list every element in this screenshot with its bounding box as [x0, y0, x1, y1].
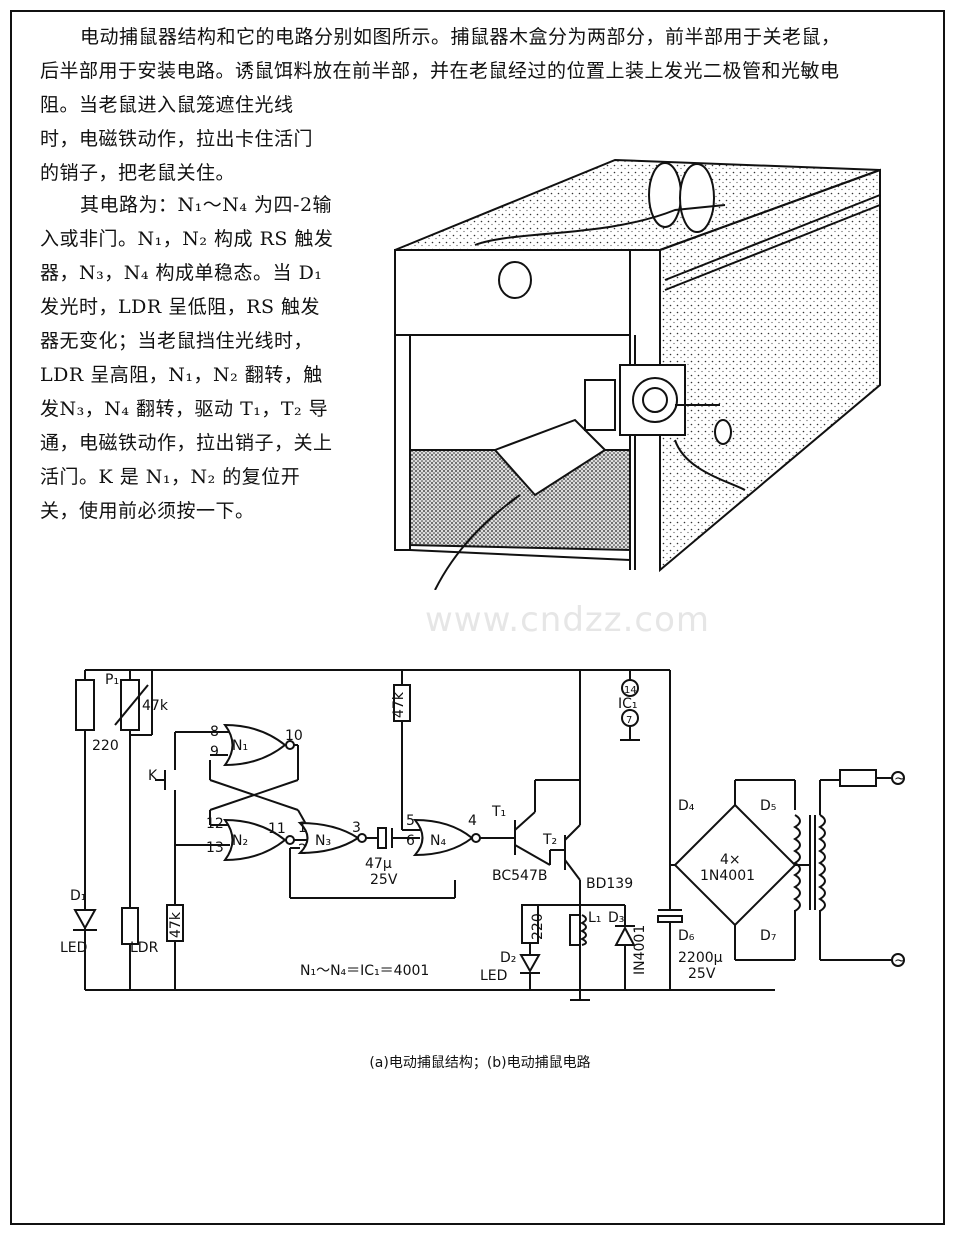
label-ldr: LDR	[130, 940, 159, 956]
label-k: K	[148, 768, 158, 784]
label-bridge-part: 1N4001	[700, 868, 755, 884]
circuit-schematic: P₁ 220 47k 47k 47k K D₁ LED LDR N₁ N₂ N₃…	[60, 669, 906, 1001]
label-t1: T₁	[491, 804, 506, 820]
label-d5: D₅	[760, 798, 776, 814]
label-pin2: 2	[298, 842, 307, 858]
label-d6: D₆	[678, 928, 695, 944]
label-pin13: 13	[206, 840, 224, 856]
label-pin12: 12	[206, 816, 224, 832]
trap-structure-drawing	[394, 158, 881, 590]
label-led2: LED	[480, 968, 507, 984]
label-n2: N₂	[232, 833, 248, 849]
label-p1: P₁	[105, 672, 119, 688]
label-r47k-ldr: 47k	[168, 911, 184, 938]
label-d7: D₇	[760, 928, 776, 944]
label-pin1: 1	[298, 820, 307, 836]
intro-line-4: 时，电磁铁动作，拉出卡住活门	[40, 128, 314, 150]
label-d4: D₄	[678, 798, 695, 814]
circuit-labels: P₁ 220 47k 47k 47k K D₁ LED LDR N₁ N₂ N₃…	[60, 672, 906, 984]
label-n4: N₄	[430, 833, 446, 849]
label-ac-top: ~	[894, 771, 906, 787]
intro-line-1: 电动捕鼠器结构和它的电路分别如图所示。捕鼠器木盒分为两部分，前半部用于关老鼠，	[80, 26, 841, 48]
circuit-description: 其电路为：N₁～N₄ 为四-2输入或非门。N₁，N₂ 构成 RS 触发器，N₃，…	[40, 194, 334, 522]
circuit-wires	[73, 669, 905, 1001]
label-n3: N₃	[315, 833, 331, 849]
label-led1: LED	[60, 940, 87, 956]
label-bd139: BD139	[586, 876, 633, 892]
label-pin8: 8	[210, 724, 219, 740]
label-r47k-top: 47k	[391, 691, 407, 718]
label-r220b: 220	[530, 913, 546, 940]
label-ic-note: N₁～N₄＝IC₁＝4001	[300, 963, 429, 979]
label-bc547b: BC547B	[492, 868, 547, 884]
label-d3: D₃	[608, 910, 624, 926]
intro-line-2: 后半部用于安装电路。诱鼠饵料放在前半部，并在老鼠经过的位置上装上发光二极管和光敏…	[40, 60, 840, 82]
label-t2: T₂	[542, 832, 557, 848]
label-pin6: 6	[406, 833, 415, 849]
label-pin3: 3	[352, 820, 361, 836]
label-ic-pin7: 7	[626, 715, 632, 726]
figure-caption: (a)电动捕鼠结构；(b)电动捕鼠电路	[369, 1055, 591, 1071]
page-frame	[10, 10, 945, 1225]
label-cap47-voltage: 25V	[370, 872, 398, 888]
label-pin5: 5	[406, 813, 415, 829]
label-ic1: IC₁	[618, 696, 638, 712]
label-cap2200: 2200μ	[678, 950, 723, 966]
intro-line-5: 的销子，把老鼠关住。	[40, 162, 236, 184]
label-in4001: IN4001	[632, 925, 648, 975]
label-cap47: 47μ	[365, 856, 392, 872]
label-l1: L₁	[588, 910, 601, 926]
label-pin10: 10	[285, 728, 303, 744]
watermark: www.cndzz.com	[425, 600, 711, 640]
label-bridge-count: 4×	[720, 852, 741, 868]
label-pin4: 4	[468, 813, 477, 829]
intro-line-3: 阻。当老鼠进入鼠笼遮住光线	[40, 94, 294, 116]
label-pot-47k: 47k	[142, 698, 169, 714]
label-d1: D₁	[70, 888, 86, 904]
label-pin11: 11	[268, 821, 286, 837]
label-n1: N₁	[232, 738, 248, 754]
trap-box	[394, 158, 881, 590]
label-ic-pin14: 14	[624, 685, 637, 696]
label-cap2200-voltage: 25V	[688, 966, 716, 982]
intro-paragraph: 电动捕鼠器结构和它的电路分别如图所示。捕鼠器木盒分为两部分，前半部用于关老鼠， …	[40, 20, 920, 190]
label-d2: D₂	[500, 950, 516, 966]
label-pin9: 9	[210, 744, 219, 760]
label-r220: 220	[92, 738, 119, 754]
label-ac-bottom: ~	[894, 953, 906, 969]
